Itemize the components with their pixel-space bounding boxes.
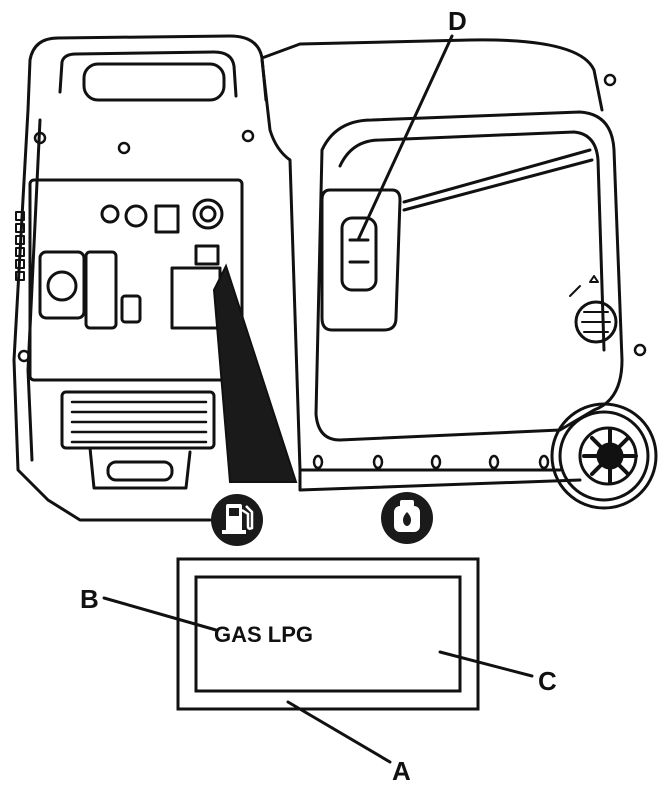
panel-label-plate (170, 266, 222, 330)
fuel-selector-knob-grip (348, 238, 370, 264)
generator-side-panel (314, 110, 624, 442)
leader-line-a (286, 700, 392, 764)
gasoline-icon-badge (211, 494, 263, 546)
choke-knob-ridges (581, 311, 611, 333)
generator-side-body (260, 58, 562, 472)
selector-label-text: GAS LPG (214, 622, 313, 647)
panel-indicator-lights (15, 211, 25, 281)
wheel-spokes (582, 428, 638, 484)
exhaust-vent (60, 390, 216, 450)
side-panel-groove-2 (402, 158, 594, 212)
generator-side-panel-inner (338, 130, 606, 352)
generator-top-handle-inner (58, 50, 238, 98)
generator-base-rail (298, 468, 582, 492)
generator-illustration (12, 34, 658, 522)
fuel-selector-recess (320, 188, 402, 332)
choke-knob (574, 300, 618, 344)
base-holes (312, 454, 550, 470)
callout-c: C (538, 666, 557, 696)
choke-symbol (569, 275, 599, 297)
callout-d: D (448, 6, 467, 36)
circuit-breaker (100, 204, 120, 224)
side-panel-groove (402, 148, 592, 204)
usb-port (120, 294, 142, 324)
outlet-twistlock-face (46, 270, 78, 302)
fuel-pump-icon (222, 504, 254, 534)
generator-top-ridge (260, 38, 604, 112)
leader-line-b (102, 596, 218, 632)
control-panel (28, 178, 244, 382)
selector-pointer-wedge (212, 263, 298, 483)
leader-line-d (356, 34, 454, 242)
generator-left-frame-inner (26, 118, 42, 462)
selector-label-panel (194, 575, 462, 693)
panel-knob (124, 204, 148, 228)
ignition-switch-inner (199, 205, 217, 223)
generator-left-frame (12, 108, 212, 522)
eco-switch (154, 204, 180, 234)
front-handle-grip (106, 460, 174, 482)
generator-carry-handle (82, 62, 226, 102)
front-handle (88, 446, 192, 490)
leader-line-c (438, 650, 534, 678)
propane-icon-badge (381, 492, 433, 544)
vent-slats (70, 400, 208, 444)
fuel-selector-knob (340, 216, 378, 292)
callout-b: B (80, 584, 99, 614)
panel-indicator (194, 244, 220, 266)
wheel-tread (558, 410, 650, 502)
outlet-120v-twistlock (38, 250, 86, 320)
wheel (550, 402, 658, 510)
frame-screws (17, 73, 647, 363)
outlet-duplex (84, 250, 118, 330)
leader-lines (102, 34, 534, 764)
ignition-switch (192, 198, 224, 230)
propane-tank-icon (394, 500, 420, 532)
callout-a: A (392, 756, 411, 786)
generator-top-handle (26, 34, 268, 112)
